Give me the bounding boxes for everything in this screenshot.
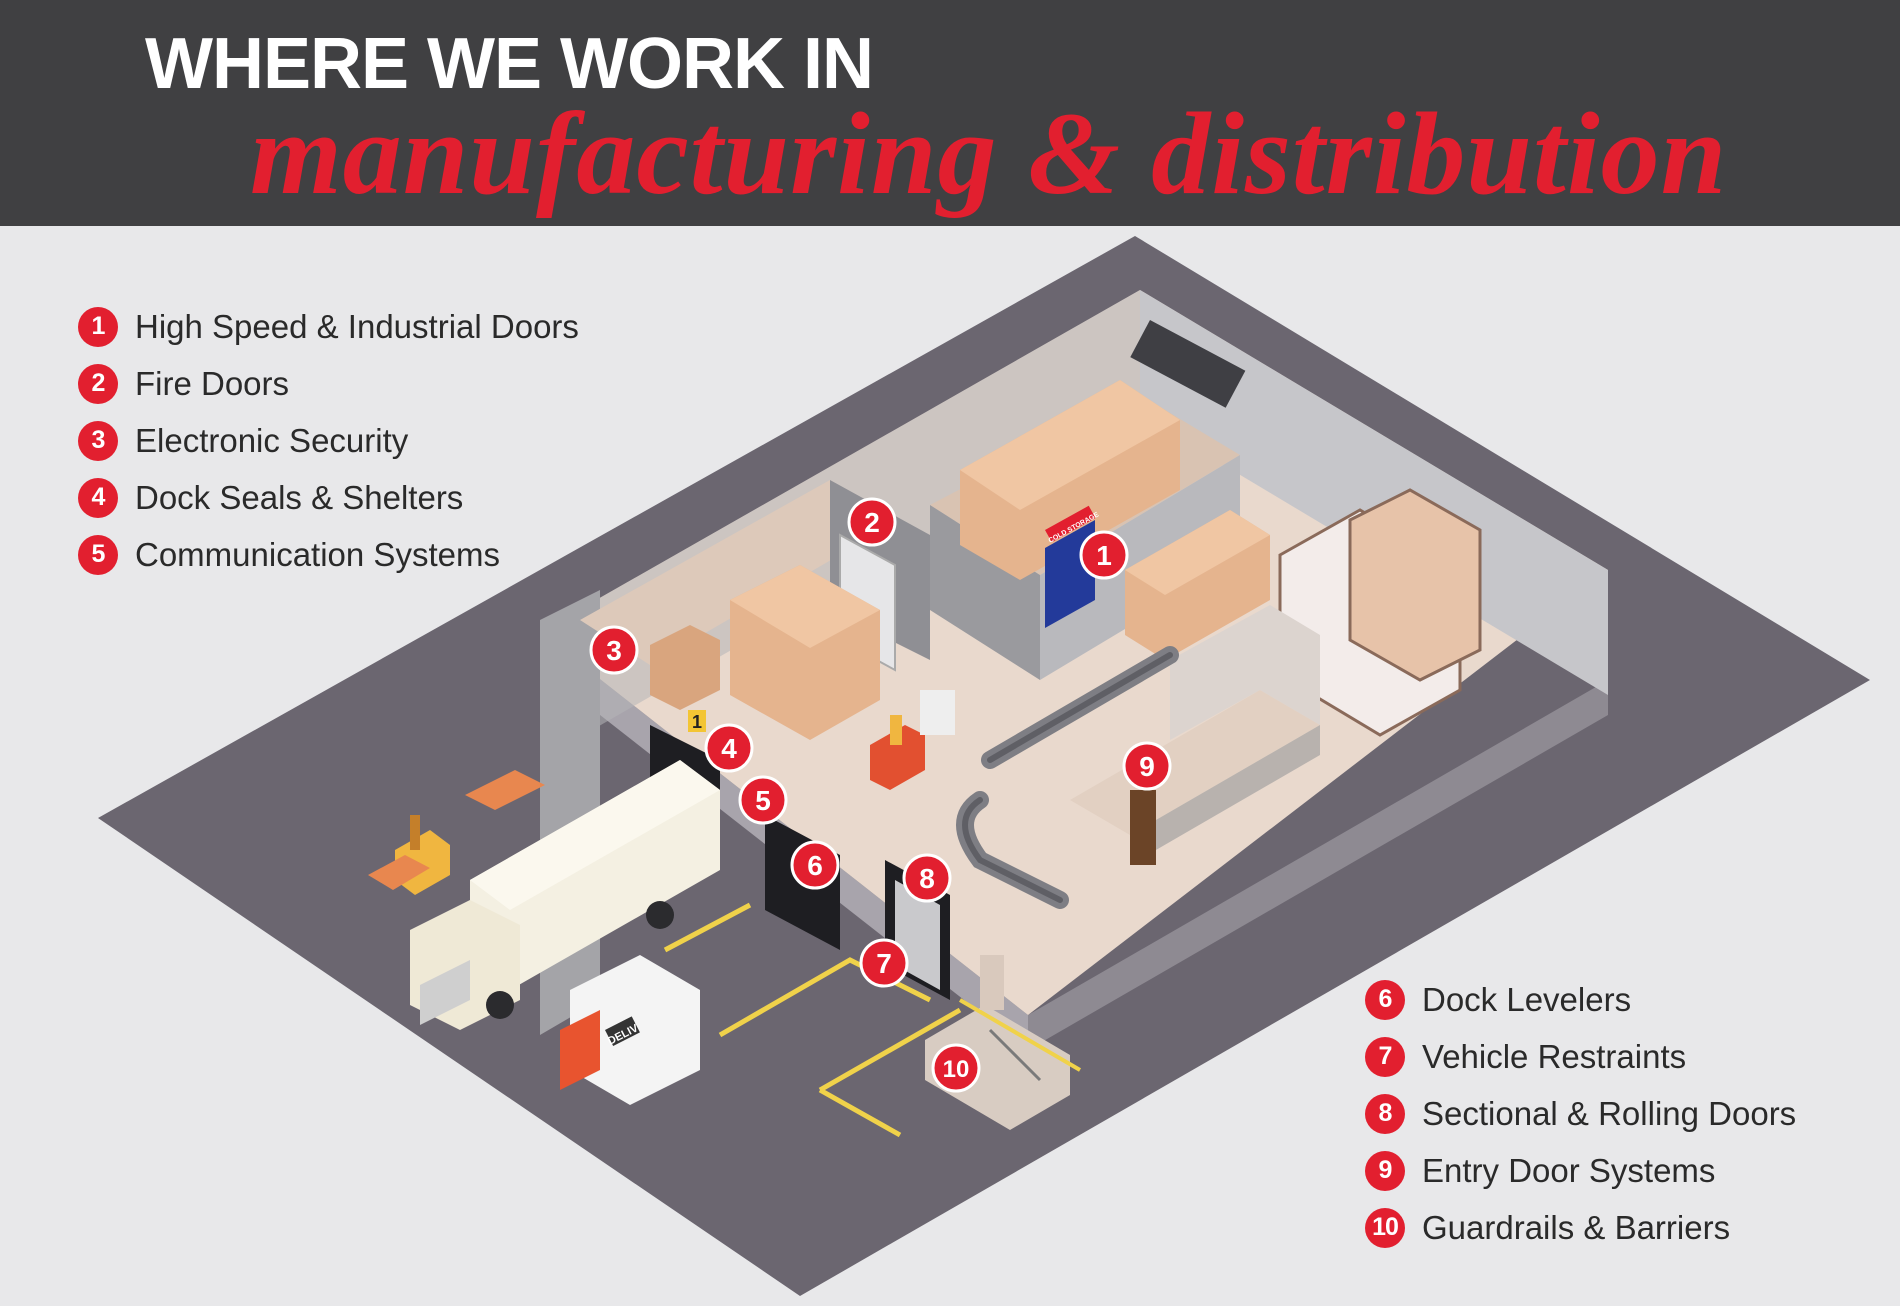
title-line-1: WHERE WE WORK IN [145, 24, 874, 104]
marker-7: 7 [859, 938, 909, 988]
svg-text:5: 5 [755, 785, 771, 816]
legend-label: Communication Systems [135, 535, 500, 573]
legend-badge: 5 [78, 534, 118, 575]
office-wall [1130, 725, 1320, 865]
legend-item: 8 Sectional & Rolling Doors [1365, 1085, 1796, 1142]
pallet-racking [1278, 488, 1482, 737]
marker-9: 9 [1122, 741, 1172, 791]
cold-storage-wall [930, 505, 1040, 680]
dock-number-sign [688, 710, 706, 732]
legend-badge: 6 [1365, 979, 1405, 1020]
legend-badge: 8 [1365, 1093, 1405, 1134]
svg-text:8: 8 [919, 863, 935, 894]
legend-label: Electronic Security [135, 421, 409, 459]
delivery-truck [410, 760, 720, 1030]
dock-floor-markings [663, 902, 962, 1138]
legend-badge: 9 [1365, 1150, 1405, 1191]
svg-text:3: 3 [606, 635, 622, 666]
warehouse-illustration: COLD STORAGE 1 [98, 236, 1870, 1296]
legend-item: 3 Electronic Security [78, 412, 579, 469]
svg-text:6: 6 [807, 850, 823, 881]
legend-label: Dock Levelers [1422, 980, 1632, 1018]
marker-5: 5 [738, 775, 788, 825]
dock-number-sign-text: 1 [692, 712, 702, 732]
marker-6: 6 [790, 840, 840, 890]
legend-right: 6 Dock Levelers 7 Vehicle Restraints 8 Sect… [1365, 971, 1796, 1256]
legend-badge: 2 [78, 363, 118, 404]
legend-item: 5 Communication Systems [78, 526, 579, 583]
legend-badge: 7 [1365, 1036, 1405, 1077]
box-stack-fire-room-top [730, 565, 880, 648]
office-entry-door [1130, 790, 1156, 865]
fire-door-room-floor [580, 480, 900, 665]
marker-3: 3 [589, 625, 639, 675]
legend-left: 1 High Speed & Industrial Doors 2 Fire Doo… [78, 298, 579, 583]
ventilation-fan-unit [1130, 320, 1246, 408]
building-front-wall-right [1028, 680, 1608, 1050]
legend-label: Entry Door Systems [1422, 1151, 1716, 1189]
marker-10: 10 [931, 1043, 981, 1093]
box-stack-right-top [1125, 510, 1270, 595]
svg-text:2: 2 [864, 507, 880, 538]
legend-badge: 4 [78, 477, 118, 518]
legend-badge: 3 [78, 420, 118, 461]
marker-4: 4 [704, 723, 754, 773]
box-stack-small [650, 625, 720, 710]
legend-item: 9 Entry Door Systems [1365, 1142, 1796, 1199]
cold-storage-sign [1045, 505, 1096, 543]
marker-1: 1 [1079, 530, 1129, 580]
svg-text:4: 4 [721, 733, 737, 764]
legend-badge: 10 [1365, 1207, 1405, 1248]
legend-label: Vehicle Restraints [1422, 1037, 1687, 1075]
legend-badge: 1 [78, 306, 118, 347]
title-line-2: manufacturing & distribution [250, 88, 1728, 219]
pallet-stack [368, 770, 545, 890]
legend-label: Dock Seals & Shelters [135, 478, 464, 516]
svg-text:1: 1 [1096, 540, 1112, 571]
svg-text:7: 7 [876, 948, 892, 979]
svg-text:10: 10 [943, 1056, 970, 1083]
legend-item: 4 Dock Seals & Shelters [78, 469, 579, 526]
legend-label: Fire Doors [135, 364, 290, 402]
legend-item: 7 Vehicle Restraints [1365, 1028, 1796, 1085]
svg-text:9: 9 [1139, 751, 1155, 782]
legend-item: 6 Dock Levelers [1365, 971, 1796, 1028]
office-back-wall [1170, 605, 1320, 740]
side-exit-door [980, 955, 1004, 1010]
legend-item: 10 Guardrails & Barriers [1365, 1199, 1796, 1256]
marker-2: 2 [847, 497, 897, 547]
legend-label: Sectional & Rolling Doors [1422, 1094, 1797, 1132]
entry-stairs [925, 998, 1082, 1130]
header-banner: WHERE WE WORK IN manufacturing & distrib… [0, 0, 1900, 226]
marker-8: 8 [902, 853, 952, 903]
legend-label: Guardrails & Barriers [1422, 1208, 1731, 1246]
forklift-inside [870, 690, 955, 790]
back-wall-right [1140, 290, 1608, 695]
legend-item: 1 High Speed & Industrial Doors [78, 298, 579, 355]
box-stack-cold-storage-top [960, 380, 1180, 510]
legend-label: High Speed & Industrial Doors [135, 307, 579, 345]
delivery-van: DELIV [560, 955, 700, 1105]
legend-item: 2 Fire Doors [78, 355, 579, 412]
